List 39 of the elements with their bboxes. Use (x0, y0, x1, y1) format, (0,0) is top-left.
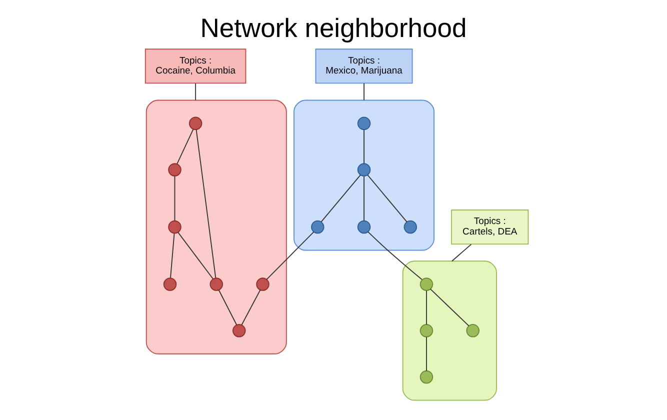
node-circle (163, 278, 177, 291)
node-circle (420, 370, 434, 384)
connector (320, 174, 361, 222)
connector (266, 232, 314, 280)
node-box: Topics : Cocaine, Columbia (144, 48, 246, 84)
connector (368, 231, 422, 280)
node-circle (168, 163, 182, 176)
connector (170, 233, 175, 278)
connector (195, 82, 196, 101)
connector (367, 174, 408, 222)
cluster (294, 100, 435, 251)
connector (178, 232, 214, 280)
node-box: Topics : Mexico, Marijuana (315, 48, 413, 84)
node-circle (466, 324, 480, 338)
node-circle (188, 116, 202, 130)
connector (451, 244, 472, 262)
connector (241, 290, 261, 326)
connector (426, 336, 427, 372)
node-circle (420, 278, 434, 291)
connector (430, 288, 470, 326)
node-circle (210, 278, 224, 291)
cluster (146, 100, 287, 354)
node-circle (311, 220, 324, 234)
diagram-title: Network neighborhood (200, 13, 467, 44)
node-circle (404, 220, 418, 234)
connector (218, 290, 238, 326)
node-circle (256, 278, 270, 291)
node-box: Topics : Cartels, DEA (451, 210, 529, 245)
node-circle (420, 324, 434, 338)
node-circle (357, 116, 371, 130)
connector (426, 290, 427, 325)
node-circle (357, 163, 371, 176)
node-circle (232, 324, 246, 338)
node-circle (168, 220, 182, 234)
node-circle (357, 220, 371, 234)
connector (196, 129, 216, 278)
connector (174, 176, 176, 222)
cluster (402, 260, 497, 401)
connector (176, 128, 194, 164)
